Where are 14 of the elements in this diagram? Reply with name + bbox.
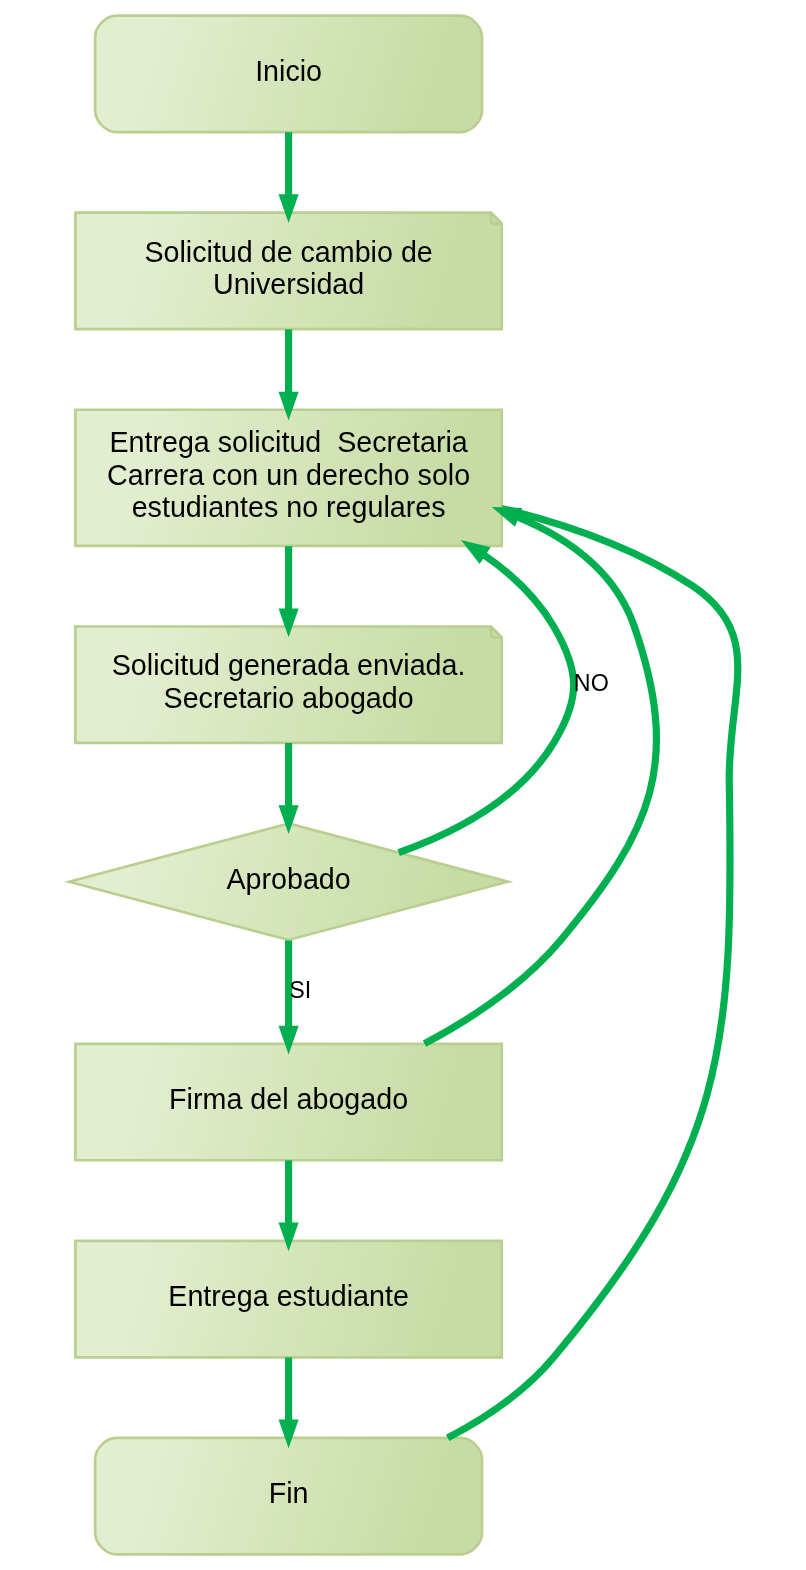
arrow bbox=[278, 940, 299, 1055]
node-box: Firma del abogado bbox=[73, 1042, 503, 1162]
arrow bbox=[278, 1357, 299, 1449]
node-box: Inicio bbox=[93, 14, 483, 134]
arrow bbox=[396, 540, 577, 857]
arrow bbox=[278, 132, 299, 224]
arrow bbox=[278, 329, 299, 421]
arrow bbox=[278, 742, 299, 834]
arrow bbox=[278, 1160, 299, 1252]
node-box: Entrega estudiante bbox=[73, 1239, 503, 1359]
node-box: Entrega solicitud Secretaria Carrera con un derecho solo estudiantes no regulares bbox=[73, 408, 503, 548]
arrow bbox=[278, 546, 299, 638]
node-box: Fin bbox=[93, 1436, 483, 1556]
node-diamond: Aprobado bbox=[63, 822, 513, 942]
